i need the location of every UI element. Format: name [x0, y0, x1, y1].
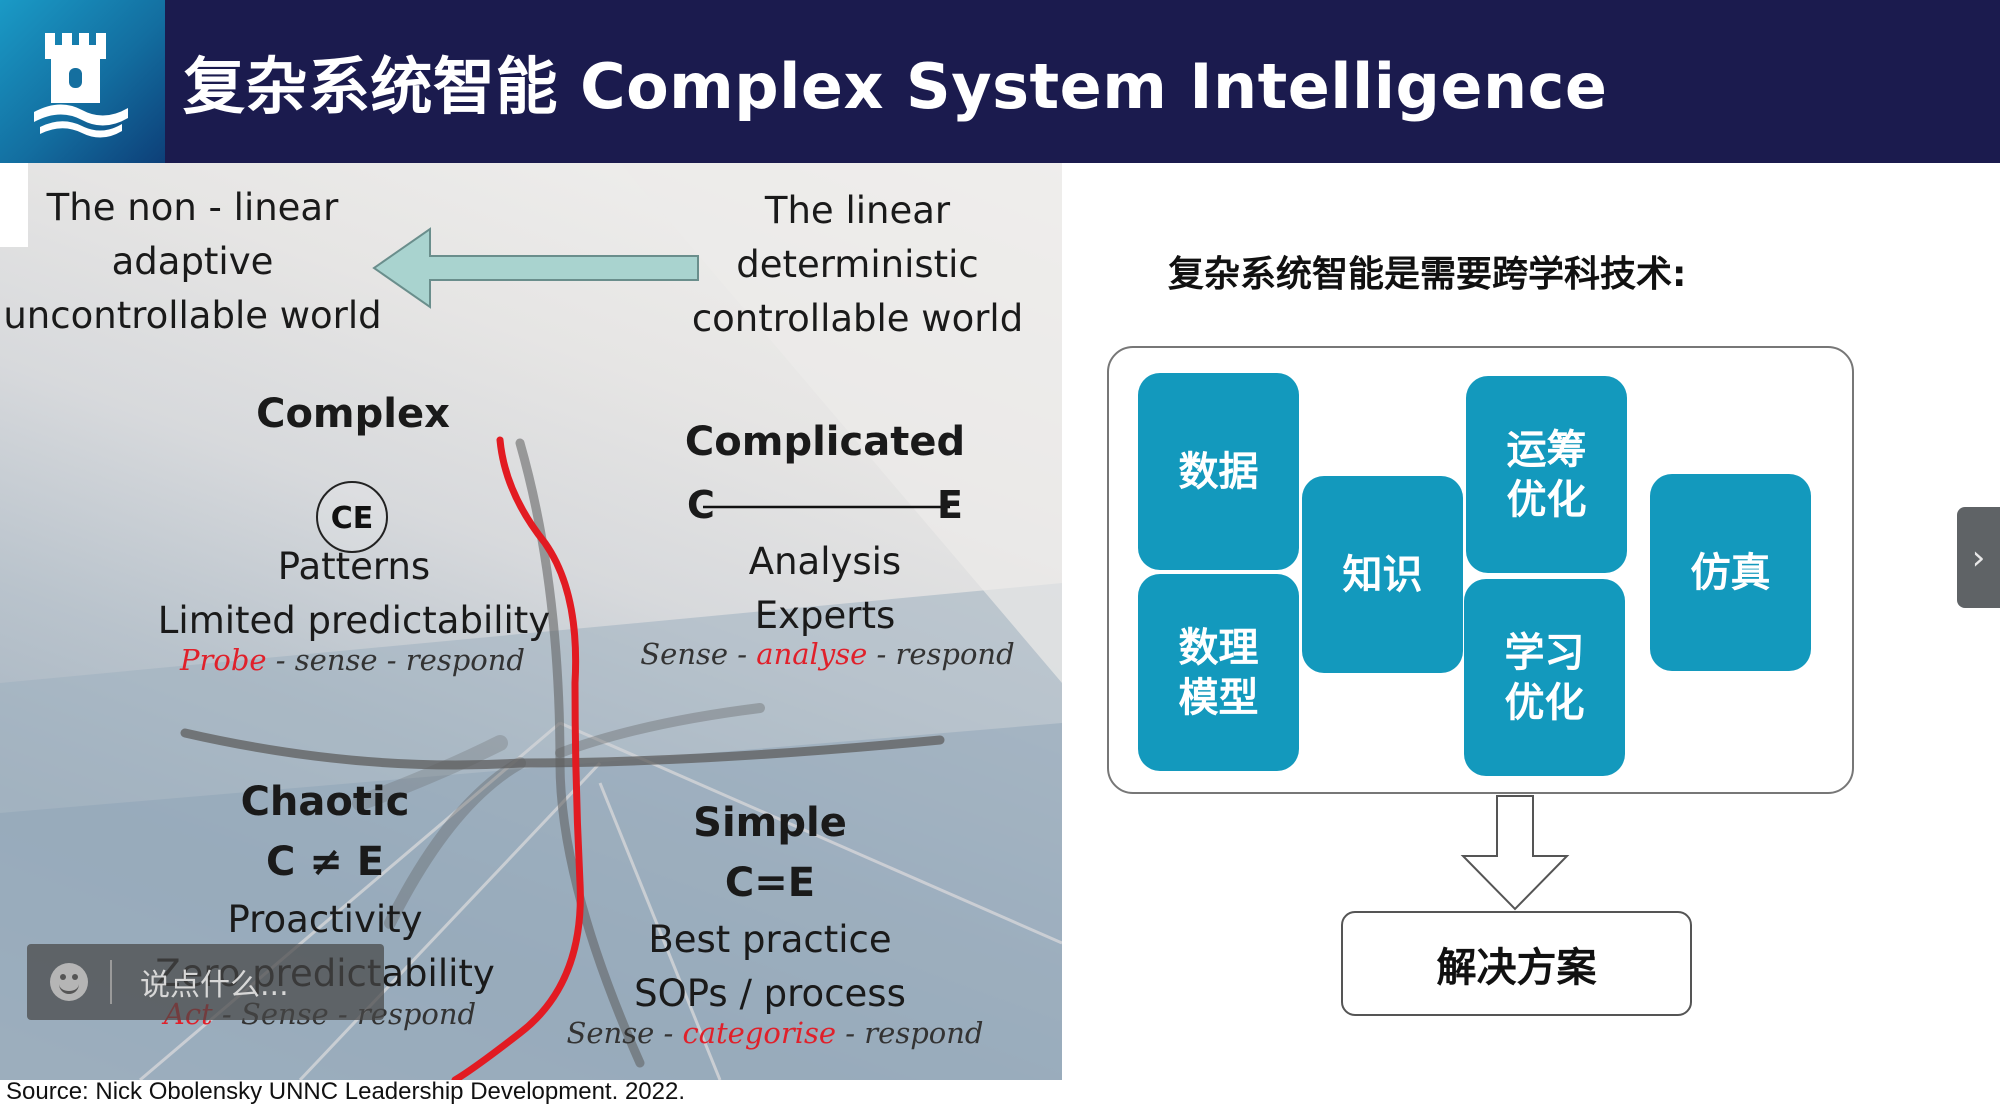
linear-line-1: The linear [764, 189, 951, 232]
castle-crest-icon [34, 33, 128, 138]
simple-line-1: Best practice [648, 918, 892, 961]
complex-action-red: Probe [180, 643, 267, 677]
tile-learn-line-1: 学习 [1504, 629, 1585, 676]
linear-world-text: The linear deterministic controllable wo… [680, 184, 1035, 346]
complicated-action: Sense - analyse - respond [630, 637, 1025, 671]
chaotic-rel: C ≠ E [265, 839, 385, 885]
tile-math-model-line-2: 模型 [1178, 674, 1259, 721]
complex-line-2: Limited predictability [157, 599, 551, 642]
slide-header: 复杂系统智能 Complex System Intelligence [0, 0, 2000, 163]
linear-line-2: deterministic [736, 243, 979, 286]
simple-action-red: categorise [682, 1016, 837, 1050]
chaotic-line-1: Proactivity [227, 898, 423, 941]
tile-or-line-1: 运筹 [1506, 426, 1587, 473]
simple-action: Sense - categorise - respond [555, 1016, 995, 1050]
ce-badge: CE [316, 481, 388, 553]
linear-line-3: controllable world [691, 297, 1024, 340]
red-boundary-line [451, 436, 584, 1080]
tile-knowledge: 知识 [1302, 476, 1463, 673]
tile-data: 数据 [1138, 373, 1299, 570]
simple-line-2: SOPs / process [634, 972, 906, 1015]
nonlinear-world-text: The non - linear adaptive uncontrollable… [0, 181, 385, 343]
complicated-action-pre: Sense - [640, 637, 757, 671]
simple-rel: C=E [724, 860, 816, 906]
tile-or-optimization: 运筹 优化 [1466, 376, 1627, 573]
nonlinear-line-3: uncontrollable world [3, 294, 382, 337]
cynefin-panel: The non - linear adaptive uncontrollable… [0, 163, 1062, 1080]
complex-line-1: Patterns [277, 545, 431, 588]
comment-divider [110, 960, 112, 1004]
nonlinear-line-1: The non - linear [46, 186, 339, 229]
photo-edge-patch [0, 163, 28, 247]
tile-math-model: 数理 模型 [1138, 574, 1299, 771]
complicated-action-post: - respond [867, 637, 1015, 671]
chevron-right-icon: › [1971, 537, 1986, 578]
complex-lines: Patterns Limited predictability [140, 540, 568, 648]
complicated-line-1: Analysis [748, 540, 902, 583]
simple-action-post: - respond [836, 1016, 984, 1050]
nonlinear-line-2: adaptive [111, 240, 274, 283]
side-expand-tab[interactable]: › [1957, 507, 2000, 608]
logo [0, 0, 165, 163]
simple-lines: Best practice SOPs / process [600, 913, 940, 1021]
complicated-e: E [937, 483, 963, 527]
comment-placeholder[interactable]: 说点什么... [140, 968, 289, 1003]
tile-or-line-2: 优化 [1506, 476, 1587, 523]
simple-action-pre: Sense - [566, 1016, 683, 1050]
complex-action: Probe - sense - respond [160, 643, 545, 677]
complicated-title: Complicated [684, 419, 966, 465]
complex-title: Complex [256, 391, 450, 437]
complicated-action-red: analyse [756, 637, 868, 671]
technology-frame [1107, 346, 1854, 794]
solution-box: 解决方案 [1341, 911, 1692, 1016]
source-citation: Source: Nick Obolensky UNNC Leadership D… [6, 1078, 685, 1105]
chaotic-title: Chaotic [240, 779, 410, 825]
tile-learn-line-2: 优化 [1504, 679, 1585, 726]
simple-title: Simple [693, 800, 847, 846]
tile-simulation: 仿真 [1650, 474, 1811, 671]
tile-learning-optimization: 学习 优化 [1464, 579, 1625, 776]
tile-math-model-line-1: 数理 [1178, 624, 1259, 671]
left-arrow-icon [372, 227, 699, 309]
comment-input-bar[interactable]: 说点什么... [27, 944, 384, 1020]
complicated-c: C [687, 483, 715, 527]
complicated-lines: Analysis Experts [665, 535, 985, 643]
slide-title: 复杂系统智能 Complex System Intelligence [183, 50, 1608, 123]
complicated-line-2: Experts [754, 594, 896, 637]
down-arrow-icon [1460, 795, 1570, 911]
complex-action-rest: - sense - respond [266, 643, 525, 677]
emoji-icon[interactable] [50, 963, 88, 1001]
diagram-subtitle: 复杂系统智能是需要跨学科技术: [1168, 254, 1687, 295]
